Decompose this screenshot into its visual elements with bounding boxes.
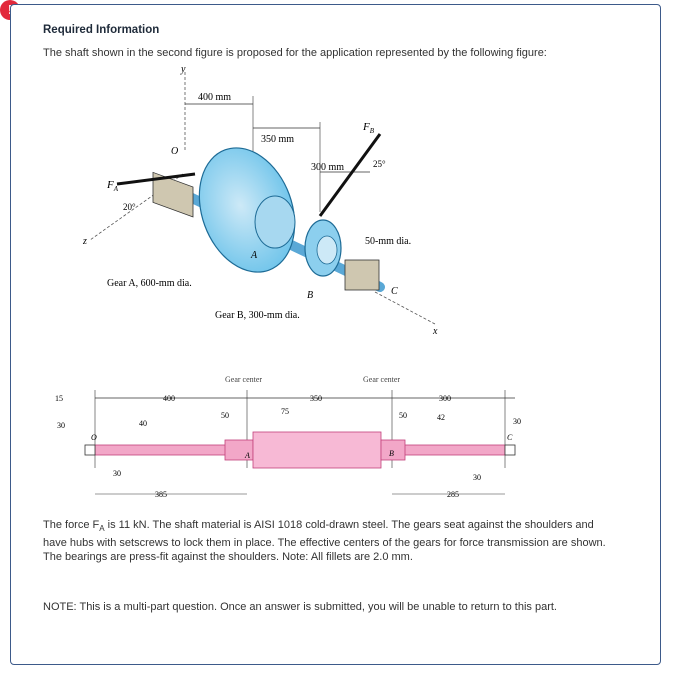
dim-30-right: 30 xyxy=(513,417,521,426)
dim-15: 15 xyxy=(55,394,63,403)
question-card xyxy=(10,4,661,665)
gear-a-point-label: A xyxy=(250,250,258,261)
dim-285: 285 xyxy=(447,490,459,499)
dim-75: 75 xyxy=(281,407,289,416)
force-fa-label: FA xyxy=(106,179,119,193)
gear-b-caption: Gear B, 300-mm dia. xyxy=(215,310,300,321)
force-fb-label: FB xyxy=(362,121,375,135)
dim-350: 350 xyxy=(310,394,322,403)
dim-30-bottom-right: 30 xyxy=(473,473,481,482)
x-axis-label: x xyxy=(432,326,438,337)
gear-b-point-label: B xyxy=(307,290,313,301)
point-o-label: O xyxy=(171,146,178,157)
gear-center-label-1: Gear center xyxy=(225,375,262,384)
dim-50-right: 50 xyxy=(399,411,407,420)
shaft-isometric-figure: y z x 400 mm 350 mm 300 mm O A B C FA 20… xyxy=(82,64,438,337)
drawing-point-b: B xyxy=(389,449,394,458)
point-c-label: C xyxy=(391,286,398,297)
gear-a-caption: Gear A, 600-mm dia. xyxy=(107,278,192,289)
dim-42: 42 xyxy=(437,413,445,422)
z-axis-label: z xyxy=(82,236,87,247)
shaft-dimension-drawing: Gear center Gear center 15 400 350 300 O… xyxy=(55,375,521,499)
multi-part-note: NOTE: This is a multi-part question. Onc… xyxy=(43,601,557,613)
dim-350mm: 350 mm xyxy=(261,134,294,145)
dim-400: 400 xyxy=(163,394,175,403)
dim-30-bottom-left: 30 xyxy=(113,469,121,478)
dim-40: 40 xyxy=(139,419,147,428)
drawing-point-o: O xyxy=(91,433,97,442)
drawing-point-c: C xyxy=(507,433,513,442)
required-information-heading: Required Information xyxy=(43,24,160,36)
dim-300: 300 xyxy=(439,394,451,403)
angle-20-label: 20° xyxy=(123,202,136,212)
dim-385: 385 xyxy=(155,490,167,499)
drawing-point-a: A xyxy=(244,451,250,460)
shaft-diameter-label: 50-mm dia. xyxy=(365,236,411,247)
gear-center-label-2: Gear center xyxy=(363,375,400,384)
dim-50-left: 50 xyxy=(221,411,229,420)
angle-25-label: 25° xyxy=(373,159,386,169)
problem-statement: The force FA is 11 kN. The shaft materia… xyxy=(43,519,606,564)
dim-30-left: 30 xyxy=(57,421,65,430)
intro-text: The shaft shown in the second figure is … xyxy=(43,47,547,59)
y-axis-label: y xyxy=(180,64,186,75)
dim-400mm: 400 mm xyxy=(198,92,231,103)
dim-300mm: 300 mm xyxy=(311,162,344,173)
